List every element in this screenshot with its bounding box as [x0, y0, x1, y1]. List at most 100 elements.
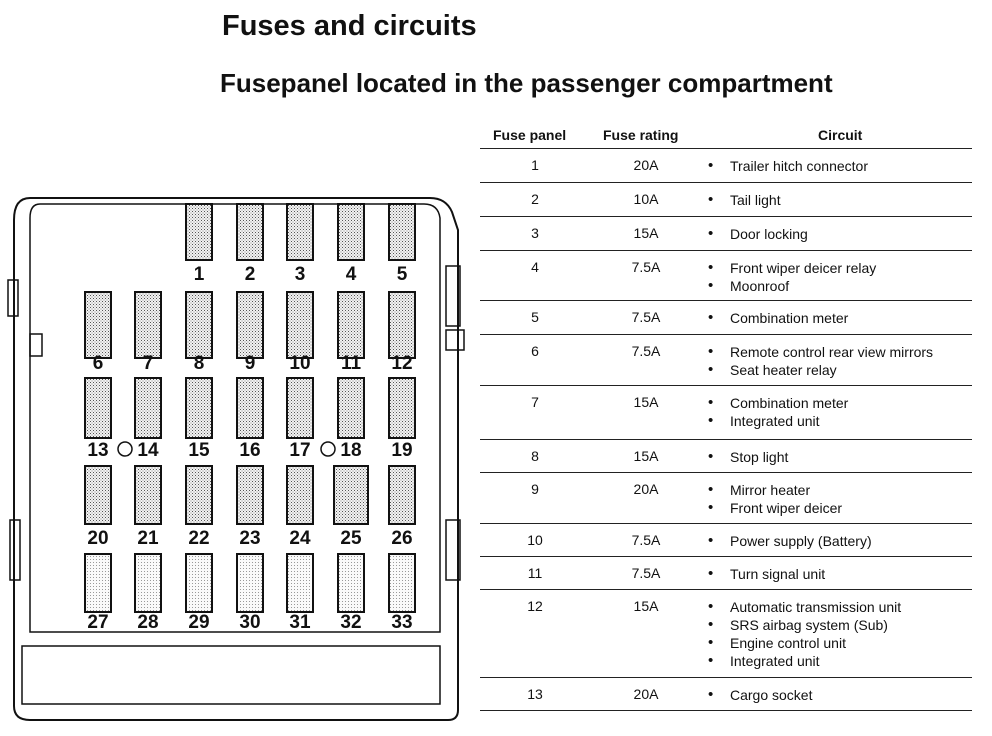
fuse-body	[337, 203, 365, 261]
fuse-body	[388, 377, 416, 439]
fuse-slot-9: 9	[236, 291, 264, 374]
fuse-body	[134, 291, 162, 359]
fuse-body	[134, 377, 162, 439]
fuse-rating-cell: 7.5A	[631, 259, 661, 275]
fuse-slot-5: 5	[388, 203, 416, 285]
fuse-body	[185, 553, 213, 613]
fuse-slot-19: 19	[388, 377, 416, 461]
table-row: 13 20A Cargo socket	[480, 677, 972, 711]
side-clip-left-top	[7, 279, 19, 317]
fuse-label: 31	[289, 612, 311, 633]
fuse-body	[134, 553, 162, 613]
fuse-body	[185, 203, 213, 261]
fuse-slot-23: 23	[236, 465, 264, 549]
fuse-slot-28: 28	[134, 553, 162, 633]
fuse-number-cell: 5	[531, 309, 539, 325]
fuse-rating-cell: 15A	[633, 448, 659, 464]
circuit-item: Front wiper deicer	[706, 499, 842, 517]
fuse-body	[236, 553, 264, 613]
fuse-rating-cell: 20A	[633, 157, 659, 173]
circuit-item: Cargo socket	[706, 686, 812, 704]
fuse-label: 19	[391, 440, 412, 461]
fuse-body	[286, 465, 314, 525]
fuse-slot-1: 1	[185, 203, 213, 285]
fuse-body	[337, 553, 365, 613]
fuse-number-cell: 13	[527, 686, 543, 702]
fuse-body	[337, 377, 365, 439]
table-row: 107.5APower supply (Battery)	[480, 523, 972, 556]
fuse-label: 24	[289, 528, 311, 549]
fuse-rating-cell: 7.5A	[631, 309, 661, 325]
fuse-rating-cell: 20A	[633, 686, 659, 702]
fuse-label: 33	[391, 612, 412, 633]
fuse-slot-2: 2	[236, 203, 264, 285]
circuit-cell: Cargo socket	[706, 686, 812, 704]
fuse-label: 29	[188, 612, 209, 633]
fuse-slot-3: 3	[286, 203, 314, 285]
table-row: 1215AAutomatic transmission unitSRS airb…	[480, 589, 972, 677]
fuse-body	[236, 291, 264, 359]
table-row: 47.5AFront wiper deicer relayMoonroof	[480, 250, 972, 300]
fuse-label: 32	[340, 612, 361, 633]
fuse-slot-20: 20	[84, 465, 112, 549]
fuse-slot-6: 6	[84, 291, 112, 374]
fuse-label: 1	[194, 264, 205, 285]
fuse-slot-15: 15	[185, 377, 213, 461]
table-header: Fuse panel Fuse rating Circuit	[480, 118, 972, 148]
fuse-label: 27	[87, 612, 108, 633]
fuse-slot-25: 25	[333, 465, 369, 549]
fuse-number-cell: 4	[531, 259, 539, 275]
page-title: Fuses and circuits	[222, 10, 477, 42]
fuse-body	[388, 553, 416, 613]
fuse-slot-22: 22	[185, 465, 213, 549]
circuit-item: Door locking	[706, 225, 808, 243]
fuse-body	[286, 203, 314, 261]
circuit-item: Combination meter	[706, 309, 848, 327]
fuse-body	[84, 553, 112, 613]
fuse-slot-12: 12	[388, 291, 416, 374]
fuse-slot-27: 27	[84, 553, 112, 633]
fuse-label: 25	[340, 528, 362, 549]
fuse-label: 12	[391, 353, 412, 374]
side-clip-left-mid	[29, 333, 43, 357]
circuit-cell: Trailer hitch connector	[706, 157, 868, 175]
fuse-body	[333, 465, 369, 525]
fuse-body	[388, 465, 416, 525]
table-body: 120ATrailer hitch connector210ATail ligh…	[480, 148, 972, 711]
fuse-slot-13: 13	[84, 377, 112, 461]
fuse-label: 18	[340, 440, 361, 461]
circuit-item: Trailer hitch connector	[706, 157, 868, 175]
fuse-label: 2	[245, 264, 256, 285]
fuse-number-cell: 9	[531, 481, 539, 497]
header-fuse-rating: Fuse rating	[603, 127, 679, 143]
fuse-label: 17	[289, 440, 310, 461]
fuse-label: 4	[346, 264, 357, 285]
circuit-cell: Power supply (Battery)	[706, 532, 872, 550]
table-row: 117.5ATurn signal unit	[480, 556, 972, 589]
fuse-label: 5	[397, 264, 408, 285]
fuse-number-cell: 7	[531, 394, 539, 410]
circuit-cell: Remote control rear view mirrorsSeat hea…	[706, 343, 933, 379]
fuse-label: 22	[188, 528, 209, 549]
circuit-item: Engine control unit	[706, 634, 901, 652]
fuse-slot-33: 33	[388, 553, 416, 633]
fuse-label: 6	[93, 353, 104, 374]
fuse-table: Fuse panel Fuse rating Circuit 120ATrail…	[480, 118, 972, 711]
fuse-number-cell: 12	[527, 598, 543, 614]
fuse-rating-cell: 7.5A	[631, 343, 661, 359]
circuit-item: Automatic transmission unit	[706, 598, 901, 616]
fuse-number-cell: 11	[527, 565, 543, 581]
fuse-body	[185, 291, 213, 359]
fuse-number-cell: 10	[527, 532, 543, 548]
circuit-item: Front wiper deicer relay	[706, 259, 876, 277]
fuse-slot-10: 10	[286, 291, 314, 374]
circuit-cell: Tail light	[706, 191, 781, 209]
fuse-slot-4: 4	[337, 203, 365, 285]
fuse-rating-cell: 15A	[633, 225, 659, 241]
fuse-label: 11	[341, 353, 362, 374]
fuse-body	[388, 203, 416, 261]
fuse-label: 30	[239, 612, 260, 633]
circuit-item: Remote control rear view mirrors	[706, 343, 933, 361]
fuse-label: 13	[87, 440, 108, 461]
fuse-number-cell: 8	[531, 448, 539, 464]
